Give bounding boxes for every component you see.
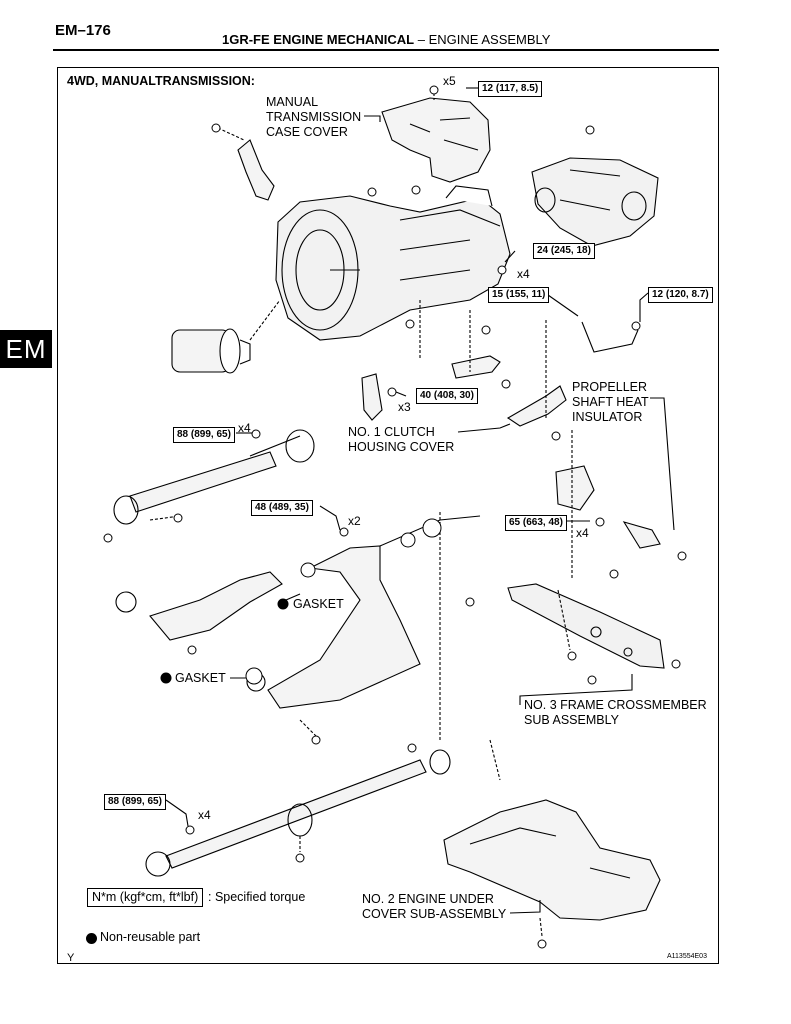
bracket-part (237, 139, 275, 201)
bolt (429, 85, 439, 95)
bolt (677, 551, 687, 561)
torque-legend-description: : Specified torque (208, 890, 306, 904)
transmission-part (275, 185, 511, 341)
under-cover-part (443, 799, 661, 921)
bolt (405, 319, 415, 329)
bolt (187, 645, 197, 655)
gasket-ring (245, 667, 263, 685)
starter-part (171, 299, 281, 374)
bolt (339, 527, 349, 537)
torque-callout: 40 (408, 30) (416, 388, 478, 404)
heat-insulator-right-part (622, 521, 661, 549)
label-gasket: GASKET (293, 597, 344, 611)
case-cover-part (381, 88, 491, 183)
page-number: EM–176 (55, 22, 111, 39)
label-gasket: GASKET (175, 671, 226, 685)
quantity-label: x4 (576, 526, 589, 540)
bolt (407, 743, 417, 753)
quantity-label: x5 (443, 74, 456, 88)
exhaust-pipe-part (115, 515, 481, 709)
bolt (211, 123, 221, 133)
clutch-housing-cover-part (361, 373, 383, 421)
bolt (311, 735, 321, 745)
quantity-label: x4 (198, 808, 211, 822)
bolt (501, 379, 511, 389)
bolt (295, 853, 305, 863)
non-reusable-marker (277, 598, 289, 610)
quantity-label: x4 (238, 421, 251, 435)
bolt (185, 825, 195, 835)
page-title: 1GR-FE ENGINE MECHANICAL – ENGINE ASSEMB… (222, 32, 550, 47)
gasket-ring (400, 532, 416, 548)
title-separator: – (417, 32, 425, 47)
diagram-frame (57, 67, 719, 964)
frame-marker: Y (67, 952, 75, 964)
sensor-pipe (581, 321, 639, 353)
non-reusable-marker (160, 672, 172, 684)
label-under-cover: NO. 2 ENGINE UNDER COVER SUB-ASSEMBLY (362, 892, 507, 921)
label-heat-insulator: PROPELLER SHAFT HEAT INSULATOR (572, 380, 649, 424)
header-rule (53, 49, 719, 51)
bolt (587, 675, 597, 685)
subsection-title: ENGINE ASSEMBLY (428, 32, 551, 47)
front-propeller-shaft-part (113, 429, 315, 525)
torque-callout: 88 (899, 65) (173, 427, 235, 443)
gasket-ring (422, 518, 442, 538)
bolt (671, 659, 681, 669)
label-crossmember: NO. 3 FRAME CROSSMEMBER SUB ASSEMBLY (524, 698, 707, 727)
bolt (551, 431, 561, 441)
bolt (387, 387, 397, 397)
bolt (173, 513, 183, 523)
gasket-ring (300, 562, 316, 578)
diagram-heading: 4WD, MANUALTRANSMISSION: (67, 74, 255, 88)
bolt (497, 265, 507, 275)
quantity-label: x3 (398, 400, 411, 414)
engine-mount-part (555, 465, 595, 511)
bolt (251, 429, 261, 439)
torque-callout: 12 (120, 8.7) (648, 287, 713, 303)
bolt (537, 939, 547, 949)
bolt (103, 533, 113, 543)
torque-callout: 88 (899, 65) (104, 794, 166, 810)
torque-callout: 48 (489, 35) (251, 500, 313, 516)
transfer-case-part (531, 157, 659, 247)
non-reusable-legend-text: Non-reusable part (100, 930, 201, 944)
section-title: 1GR-FE ENGINE MECHANICAL (222, 32, 415, 47)
torque-callout: 65 (663, 48) (505, 515, 567, 531)
bolt (631, 321, 641, 331)
bolt (567, 651, 577, 661)
quantity-label: x4 (517, 267, 530, 281)
crossmember-part (507, 583, 665, 669)
figure-id: A113554E03 (667, 953, 707, 960)
torque-callout: 24 (245, 18) (533, 243, 595, 259)
torque-callout: 15 (155, 11) (488, 287, 550, 303)
bolt (609, 569, 619, 579)
bolt (585, 125, 595, 135)
torque-unit-legend: N*m (kgf*cm, ft*lbf) (87, 888, 204, 907)
quantity-label: x2 (348, 514, 361, 528)
heat-insulator-part (506, 385, 567, 427)
non-reusable-legend-icon (86, 933, 97, 944)
label-case-cover: MANUAL TRANSMISSION CASE COVER (266, 95, 362, 139)
bolt (411, 185, 421, 195)
torque-callout: 12 (117, 8.5) (478, 81, 543, 97)
bolt (595, 517, 605, 527)
bolt (465, 597, 475, 607)
label-clutch-housing-cover: NO. 1 CLUTCH HOUSING COVER (348, 425, 455, 454)
clutch-cylinder-part (451, 355, 501, 379)
bolt (481, 325, 491, 335)
section-tab: EM (0, 330, 52, 368)
bolt (367, 187, 377, 197)
